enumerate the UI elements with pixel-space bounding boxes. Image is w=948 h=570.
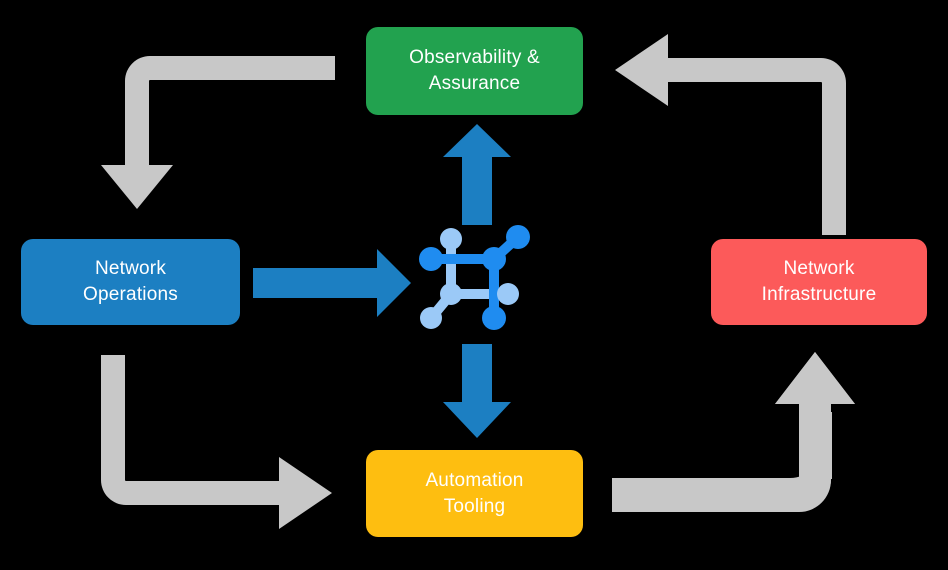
gray-arrow-automation-to-infrastructure <box>612 352 855 512</box>
node-label-network-operations: Network Operations <box>83 258 178 305</box>
node-observability-assurance[interactable]: Observability & Assurance <box>366 27 583 115</box>
gray-arrow-observability-to-operations <box>101 56 335 209</box>
node-label-automation-tooling: Automation Tooling <box>425 469 524 517</box>
blue-arrow-center-to-automation <box>443 344 511 438</box>
node-label-observability: Observability & Assurance <box>409 47 540 94</box>
node-automation-tooling[interactable]: Automation Tooling <box>366 450 583 537</box>
node-label-network-infrastructure: Network Infrastructure <box>761 258 877 305</box>
blue-arrow-operations-to-center <box>253 249 411 317</box>
network-topology-icon <box>419 225 530 330</box>
blue-arrow-center-to-observability <box>443 124 511 225</box>
gray-arrow-infrastructure-to-observability <box>615 34 846 235</box>
node-network-operations[interactable]: Network Operations <box>21 239 240 325</box>
node-network-infrastructure[interactable]: Network Infrastructure <box>711 239 927 325</box>
gray-arrow-operations-to-automation <box>101 355 332 529</box>
